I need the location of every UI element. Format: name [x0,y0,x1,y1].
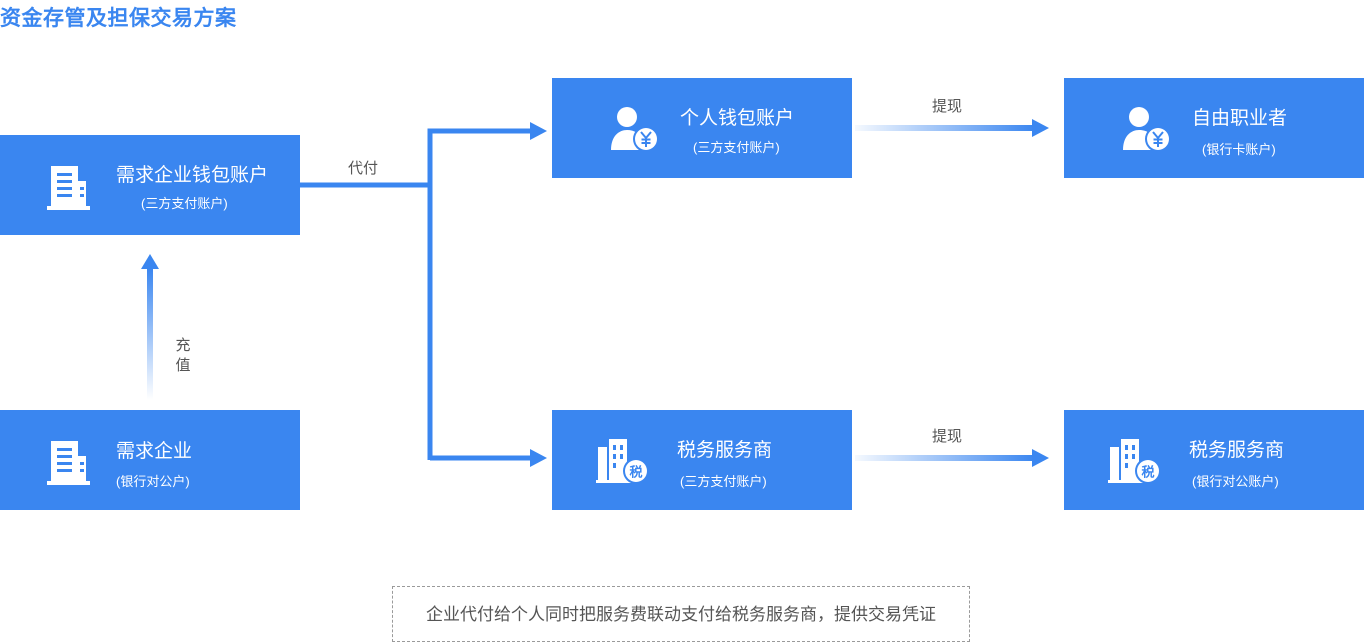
building-icon [47,441,90,485]
user-yuan-icon [1123,107,1171,152]
pay-split-connector [300,128,532,461]
label-withdraw-top: 提现 [932,98,963,115]
node-demand-company: 需求企业 (银行对公户) [0,410,300,510]
node-tax-service-bank: 税 税务服务商 (银行对公账户) [1064,410,1364,510]
tax-building-icon: 税 [596,439,649,484]
building-icon [47,166,90,210]
svg-text:税: 税 [629,465,642,481]
node-freelancer: 自由职业者 (银行卡账户) [1064,78,1364,178]
footnote-box: 企业代付给个人同时把服务费联动支付给税务服务商，提供交易凭证 [392,586,970,642]
node-freelancer-title: 自由职业者 [1192,108,1288,129]
node-demand-wallet-subtitle: (三方支付账户) [141,196,228,211]
user-yuan-icon [611,107,659,152]
node-tax-service-wallet-subtitle: (三方支付账户) [680,474,767,489]
svg-text:税: 税 [1141,465,1154,481]
node-tax-service-bank-subtitle: (银行对公账户) [1192,474,1279,489]
label-recharge: 充 值 [174,336,192,376]
withdraw-top-arrow [855,119,1049,137]
recharge-arrow [141,254,159,400]
node-tax-service-bank-title: 税务服务商 [1189,440,1285,461]
node-demand-wallet-title: 需求企业钱包账户 [116,165,269,186]
label-recharge-char-1: 充 [175,337,191,354]
tax-building-icon: 税 [1108,439,1161,484]
page-title: 资金存管及担保交易方案 [0,7,237,30]
label-recharge-char-2: 值 [175,357,191,374]
arrowhead-to-personal-wallet [530,122,547,140]
arrowhead-to-tax-service [530,449,547,467]
node-personal-wallet-title: 个人钱包账户 [680,108,795,129]
node-tax-service-wallet: 税 税务服务商 (三方支付账户) [552,410,852,510]
node-personal-wallet: 个人钱包账户 (三方支付账户) [552,78,852,178]
node-demand-wallet: 需求企业钱包账户 (三方支付账户) [0,135,300,235]
node-personal-wallet-subtitle: (三方支付账户) [693,140,780,155]
label-pay-on-behalf: 代付 [348,160,379,177]
node-freelancer-subtitle: (银行卡账户) [1202,142,1276,157]
node-demand-company-title: 需求企业 [116,441,193,462]
node-demand-company-subtitle: (银行对公户) [116,474,190,489]
node-tax-service-wallet-title: 税务服务商 [677,440,773,461]
label-withdraw-bottom: 提现 [932,428,963,445]
withdraw-bottom-arrow [855,449,1049,467]
